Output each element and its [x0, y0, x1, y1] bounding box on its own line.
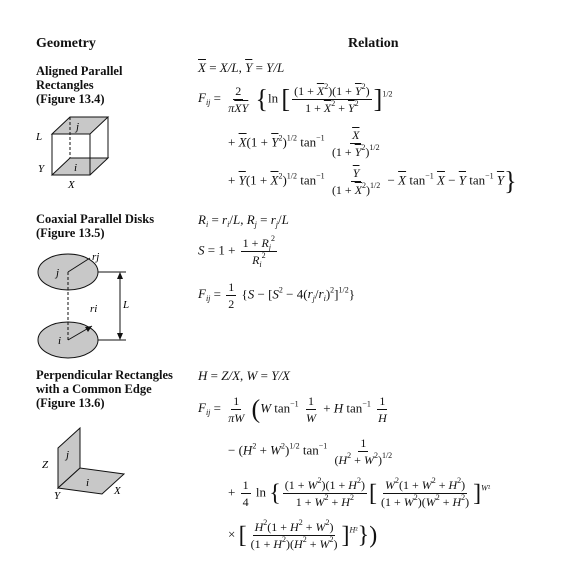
eq-coaxial-def: Ri = ri/L, Rj = rj/L [198, 212, 289, 229]
label-rj: rj [92, 251, 99, 263]
label-Y: Y [54, 490, 62, 500]
label-L: L [122, 299, 129, 311]
label-j: j [64, 449, 69, 461]
label-i: i [58, 335, 61, 347]
label-Y: Y [38, 163, 46, 175]
geometry-header: Geometry [36, 36, 96, 51]
eq-aligned-term3: + Y(1 + X2)1/2 tan−1 Y(1 + X2)1/2 − X ta… [228, 166, 517, 197]
section-coaxial-title: Coaxial Parallel Disks (Figure 13.5) [36, 212, 155, 240]
section-perpendicular-title: Perpendicular Rectangles with a Common E… [36, 368, 173, 410]
label-i: i [86, 477, 89, 489]
label-j: j [54, 267, 59, 279]
relation-header: Relation [348, 36, 399, 51]
eq-perp-def: H = Z/X, W = Y/X [198, 368, 291, 383]
perpendicular-rectangles-figure: j i Z Y X [42, 426, 126, 500]
eq-aligned-term2: + X(1 + Y2)1/2 tan−1 X(1 + Y2)1/2 [228, 128, 380, 159]
eq-aligned-def: X = X/L, Y = Y/L [198, 60, 285, 75]
label-X: X [67, 179, 76, 191]
eq-perp-term4: × [H2(1 + H2 + W2)(1 + H2)(H2 + W2)]H²}) [228, 518, 378, 552]
coaxial-disks-figure: j i rj ri L [37, 251, 129, 359]
eq-perp-term2: − (H2 + W2)1/2 tan−1 1(H2 + W2)1/2 [228, 436, 393, 467]
label-ri: ri [90, 303, 97, 315]
label-X: X [113, 485, 122, 497]
label-L: L [35, 131, 42, 143]
label-j: j [74, 121, 79, 133]
aligned-rectangles-figure: j i L Y X [35, 116, 110, 191]
label-i: i [74, 162, 77, 174]
label-Z: Z [42, 459, 49, 471]
section-aligned-title: Aligned Parallel Rectangles (Figure 13.4… [36, 64, 123, 106]
